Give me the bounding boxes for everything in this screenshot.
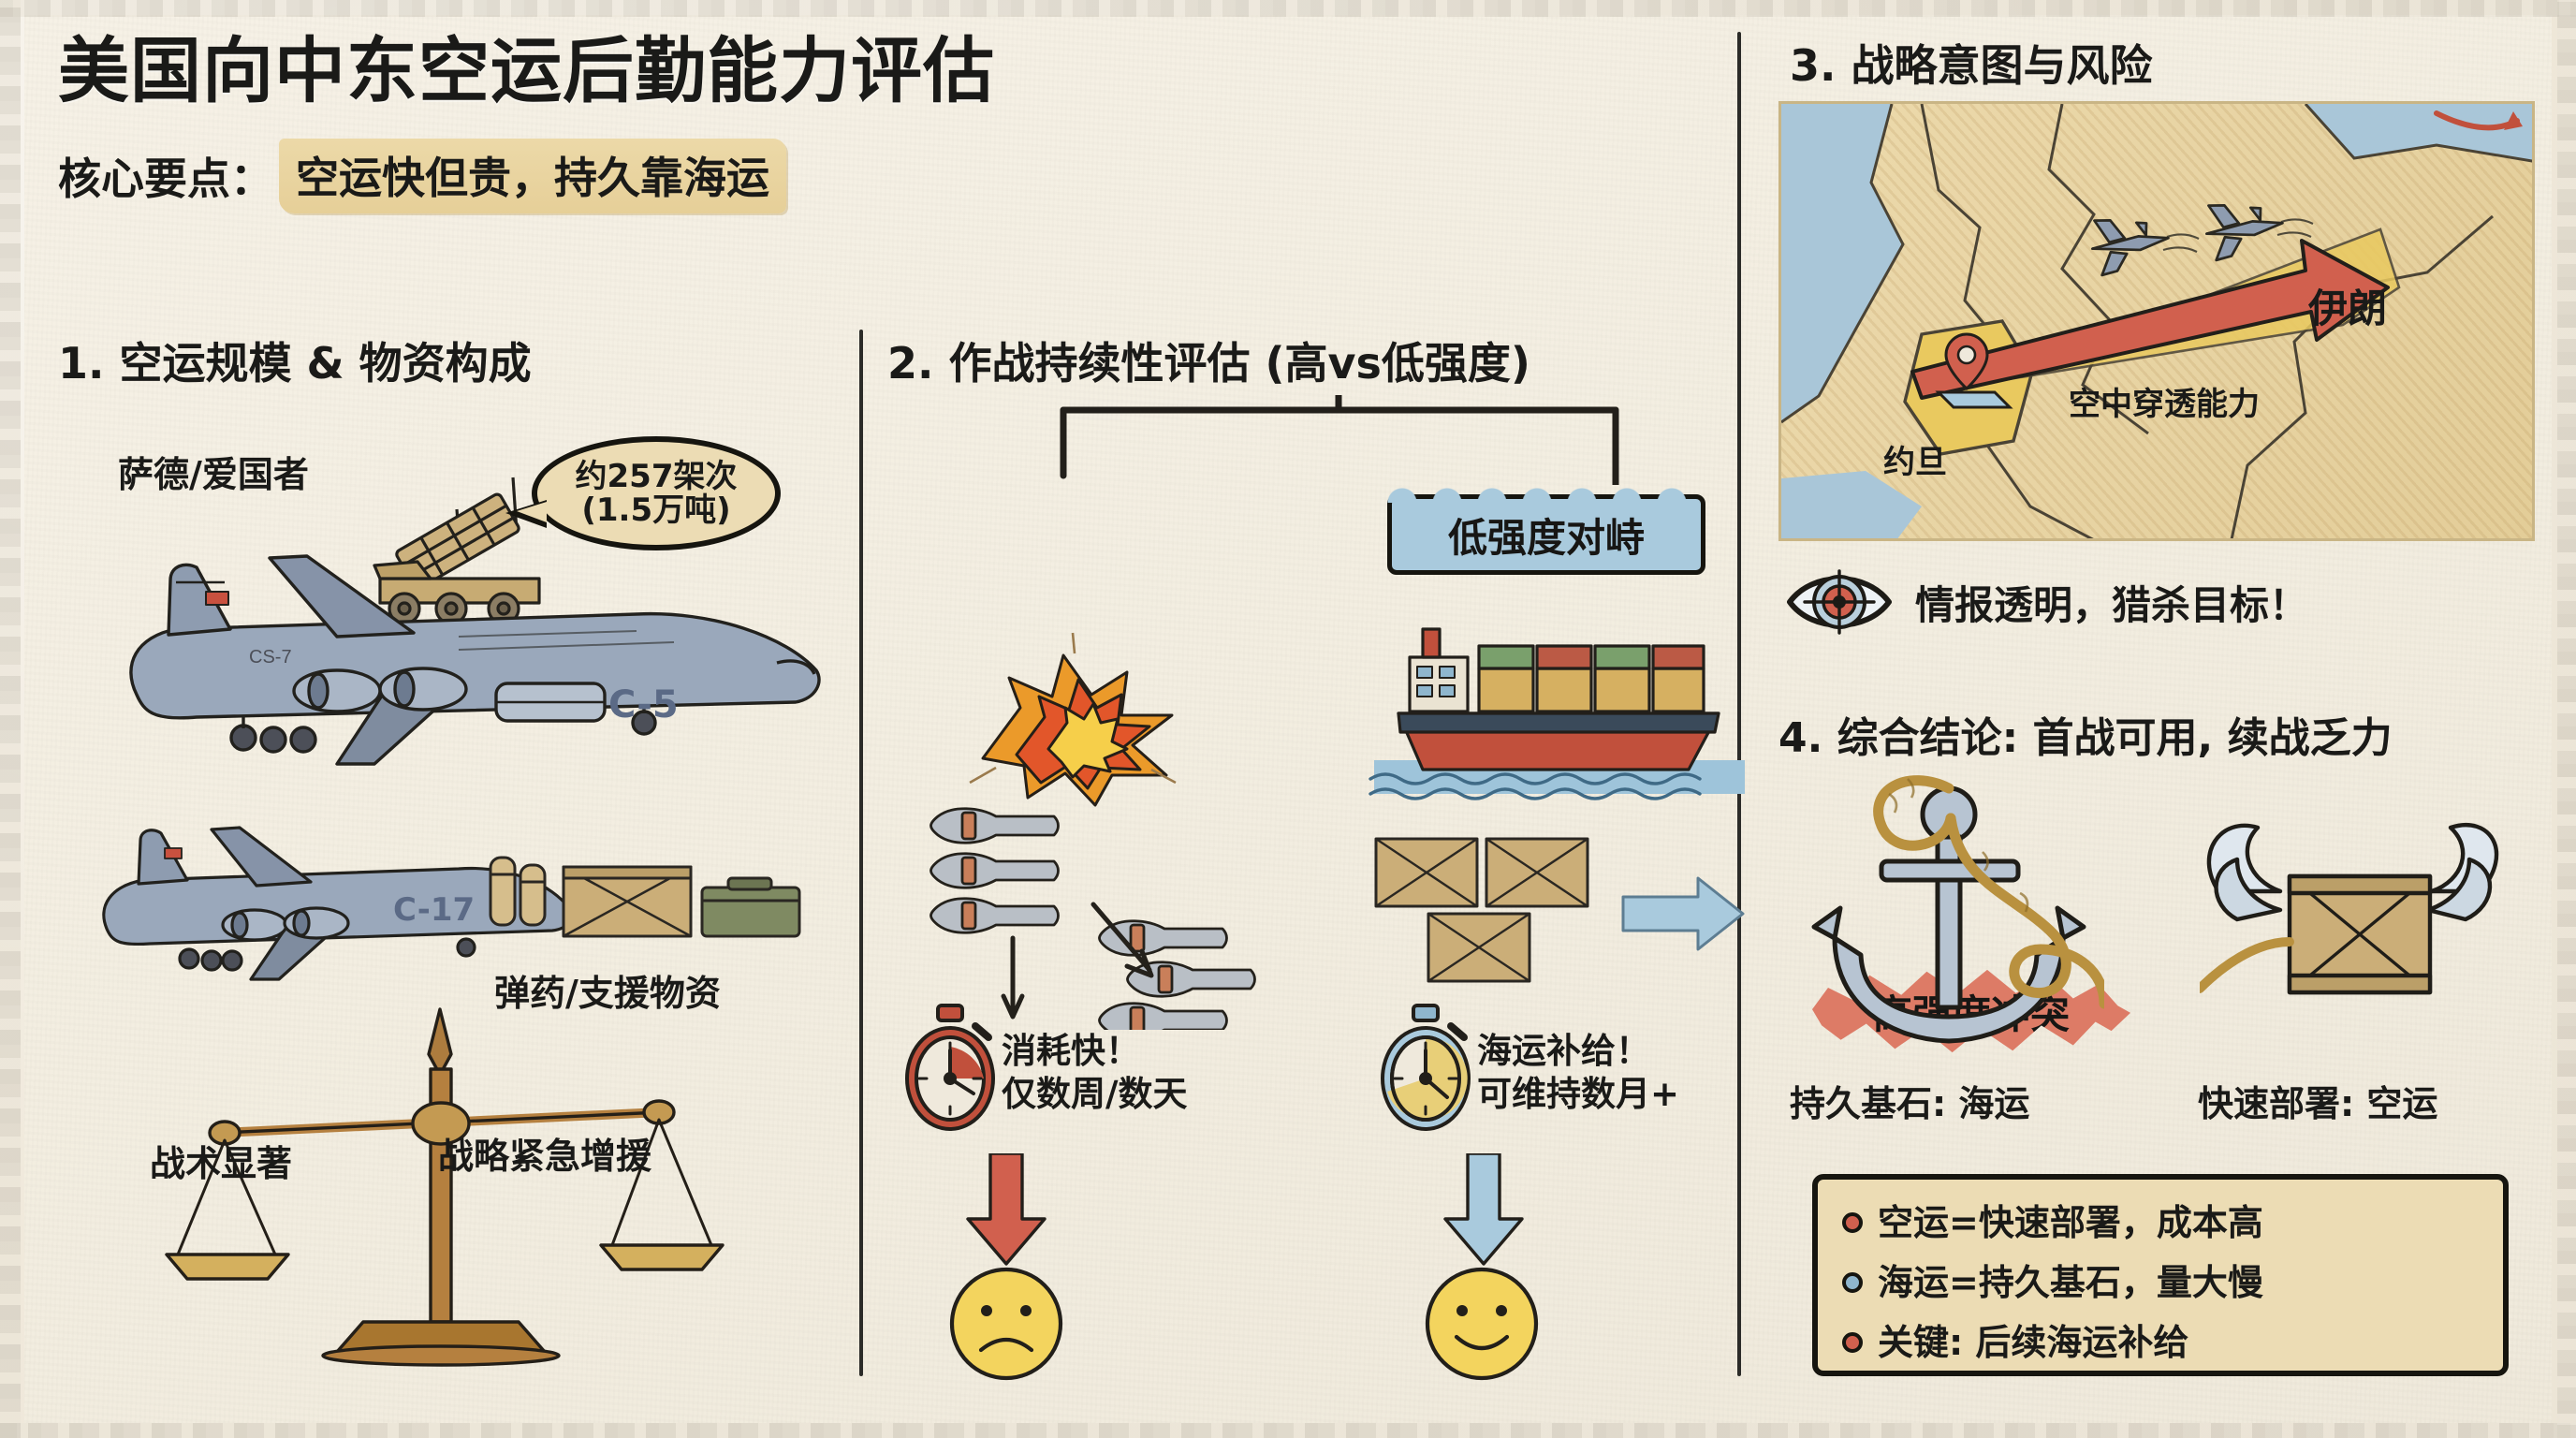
cargo-ship-icon bbox=[1368, 627, 1745, 800]
page-title: 美国向中东空运后勤能力评估 bbox=[58, 29, 995, 112]
map-label-jordan: 约旦 bbox=[1883, 444, 1947, 481]
list-item: 关键: 后续海运补给 bbox=[1842, 1313, 2484, 1372]
branch-connector bbox=[1060, 395, 1619, 485]
high-intensity-note: 消耗快！ 仅数周/数天 bbox=[1002, 1030, 1188, 1116]
sad-face-icon bbox=[949, 1267, 1063, 1381]
thaad-patriot-label: 萨德/爱国者 bbox=[118, 454, 309, 495]
high-note-line2: 仅数周/数天 bbox=[1002, 1073, 1188, 1114]
c17-label: C-17 bbox=[393, 891, 476, 929]
section-2-heading: 2. 作战持续性评估 (高vs低强度) bbox=[887, 338, 1530, 389]
legend-text-key: 关键: 后续海运补给 bbox=[1878, 1322, 2189, 1363]
high-note-line1: 消耗快！ bbox=[1002, 1031, 1140, 1071]
low-intensity-badge: 低强度对峙 bbox=[1387, 482, 1705, 575]
happy-face-icon bbox=[1425, 1267, 1539, 1381]
map-label-iran: 伊朗 bbox=[2308, 286, 2388, 331]
low-intensity-note: 海运补给！ 可维持数月+ bbox=[1477, 1030, 1679, 1116]
bubble-tail-inner bbox=[517, 502, 547, 522]
middle-east-map bbox=[1778, 101, 2535, 541]
c17-globemaster-aircraft bbox=[102, 826, 573, 981]
high-intensity-badge-shape: 高强度冲突 bbox=[906, 483, 2130, 1053]
section-4-heading: 4. 综合结论: 首战可用, 续战乏力 bbox=[1778, 714, 2393, 762]
eye-target-icon bbox=[1787, 569, 1892, 635]
low-note-line1: 海运补给！ bbox=[1477, 1031, 1650, 1071]
red-down-arrow bbox=[966, 1153, 1046, 1266]
torn-edge-top bbox=[0, 0, 2576, 17]
winged-crate-label: 快速部署: 空运 bbox=[2198, 1083, 2438, 1124]
intel-text: 情报透明，猎杀目标！ bbox=[1915, 581, 2309, 628]
anchor-label: 持久基石: 海运 bbox=[1790, 1083, 2030, 1124]
winged-crate-icon bbox=[2200, 822, 2499, 995]
legend-list: 空运=快速部署，成本高 海运=持久基石，量大慢 关键: 后续海运补给 bbox=[1842, 1193, 2484, 1372]
ammo-crates-icon bbox=[489, 856, 801, 938]
legend-dot-sea bbox=[1842, 1272, 1863, 1293]
ammo-support-label: 弹药/支援物资 bbox=[494, 973, 721, 1014]
scale-right-label: 战略紧急增援 bbox=[438, 1136, 652, 1177]
sorties-callout-bubble: 约257架次 (1.5万吨) bbox=[505, 436, 781, 550]
munitions-icon bbox=[929, 807, 1256, 1030]
legend-text-sea: 海运=持久基石，量大慢 bbox=[1878, 1262, 2263, 1303]
legend-dot-key bbox=[1842, 1332, 1863, 1353]
conclusion-legend-box: 空运=快速部署，成本高 海运=持久基石，量大慢 关键: 后续海运补给 bbox=[1812, 1174, 2509, 1376]
column-divider-2 bbox=[1737, 32, 1741, 1376]
torn-edge-right bbox=[2557, 0, 2576, 1438]
keypoint-row: 核心要点： 空运快但贵，持久靠海运 bbox=[58, 139, 786, 213]
stopwatch-blue-icon bbox=[1381, 1004, 1471, 1131]
sea-resupply-crates-icon bbox=[1374, 837, 1745, 983]
map-graphics bbox=[1781, 104, 2532, 538]
section-3-heading: 3. 战略意图与风险 bbox=[1790, 40, 2153, 91]
keypoint-highlight: 空运快但贵，持久靠海运 bbox=[279, 139, 786, 213]
keypoint-label: 核心要点： bbox=[58, 154, 273, 204]
list-item: 海运=持久基石，量大慢 bbox=[1842, 1253, 2484, 1313]
legend-dot-air bbox=[1842, 1212, 1863, 1233]
section-1-heading: 1. 空运规模 & 物资构成 bbox=[58, 338, 532, 389]
low-note-line2: 可维持数月+ bbox=[1477, 1073, 1680, 1114]
thaad-launcher-icon bbox=[373, 477, 541, 625]
balance-scale-icon bbox=[165, 1007, 724, 1367]
sorties-count: 约257架次 bbox=[575, 457, 738, 495]
sorties-tonnage: (1.5万吨) bbox=[581, 492, 731, 529]
stopwatch-red-icon bbox=[905, 1004, 995, 1131]
c5-label: C-5 bbox=[608, 683, 679, 726]
map-label-penetration: 空中穿透能力 bbox=[2069, 386, 2260, 423]
scale-left-label: 战术显著 bbox=[150, 1143, 293, 1184]
list-item: 空运=快速部署，成本高 bbox=[1842, 1193, 2484, 1253]
c5-galaxy-aircraft: CS-7 bbox=[129, 554, 821, 766]
intel-row: 情报透明，猎杀目标！ bbox=[1784, 565, 2308, 638]
torn-edge-bottom bbox=[0, 1423, 2576, 1438]
torn-edge-left bbox=[0, 0, 21, 1438]
legend-text-air: 空运=快速部署，成本高 bbox=[1878, 1202, 2263, 1243]
blue-down-arrow bbox=[1443, 1153, 1524, 1266]
column-divider-1 bbox=[859, 330, 863, 1376]
svg-text:CS-7: CS-7 bbox=[249, 647, 292, 668]
explosion-icon bbox=[969, 632, 1177, 807]
anchor-icon bbox=[1811, 775, 2104, 1044]
